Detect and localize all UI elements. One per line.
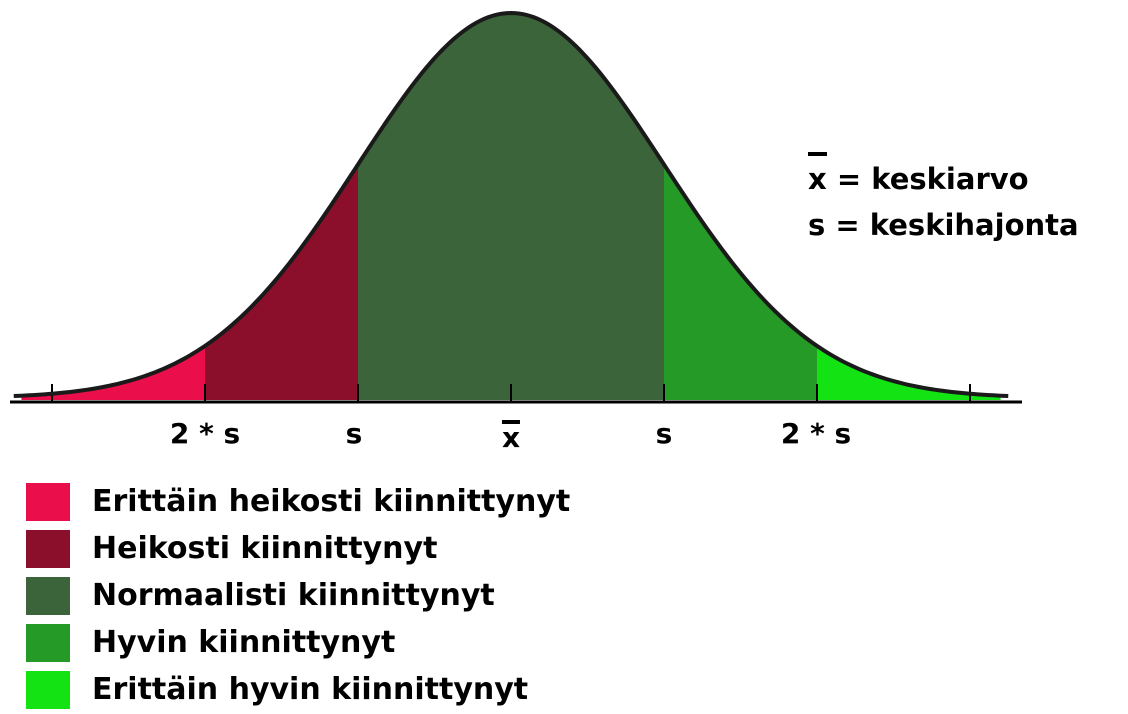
legend-swatch: [26, 483, 70, 521]
region-very-weak: [21, 345, 206, 400]
axis-label-plus-1s: s: [655, 417, 673, 450]
legend-label: Erittäin heikosti kiinnittynyt: [92, 484, 571, 519]
definition-std: s = keskihajonta: [808, 208, 1079, 242]
legend-label: Hyvin kiinnittynyt: [92, 625, 396, 660]
legend-swatch: [26, 624, 70, 662]
axis-label-plus-2s: 2 * s: [780, 417, 852, 450]
legend-swatch: [26, 671, 70, 709]
definition-mean-text: = keskiarvo: [826, 162, 1029, 196]
region-normal: [358, 13, 664, 400]
axis-label-mean: x: [501, 418, 521, 452]
legend-label: Normaalisti kiinnittynyt: [92, 578, 495, 613]
axis-label-minus-1s: s: [345, 417, 363, 450]
definition-mean: x = keskiarvo: [808, 150, 1079, 202]
legend-swatch: [26, 530, 70, 568]
legend-label: Erittäin hyvin kiinnittynyt: [92, 672, 529, 707]
mean-symbol-x-bar: x: [501, 418, 521, 452]
symbol-definitions: x = keskiarvo s = keskihajonta: [808, 150, 1079, 248]
region-very-good: [817, 345, 1001, 400]
bell-curve-outline: [13, 10, 1009, 399]
mean-symbol-x-bar: x: [808, 150, 827, 202]
axis-label-minus-2s: 2 * s: [169, 417, 241, 450]
legend-label: Heikosti kiinnittynyt: [92, 531, 438, 566]
legend-swatch: [26, 577, 70, 615]
